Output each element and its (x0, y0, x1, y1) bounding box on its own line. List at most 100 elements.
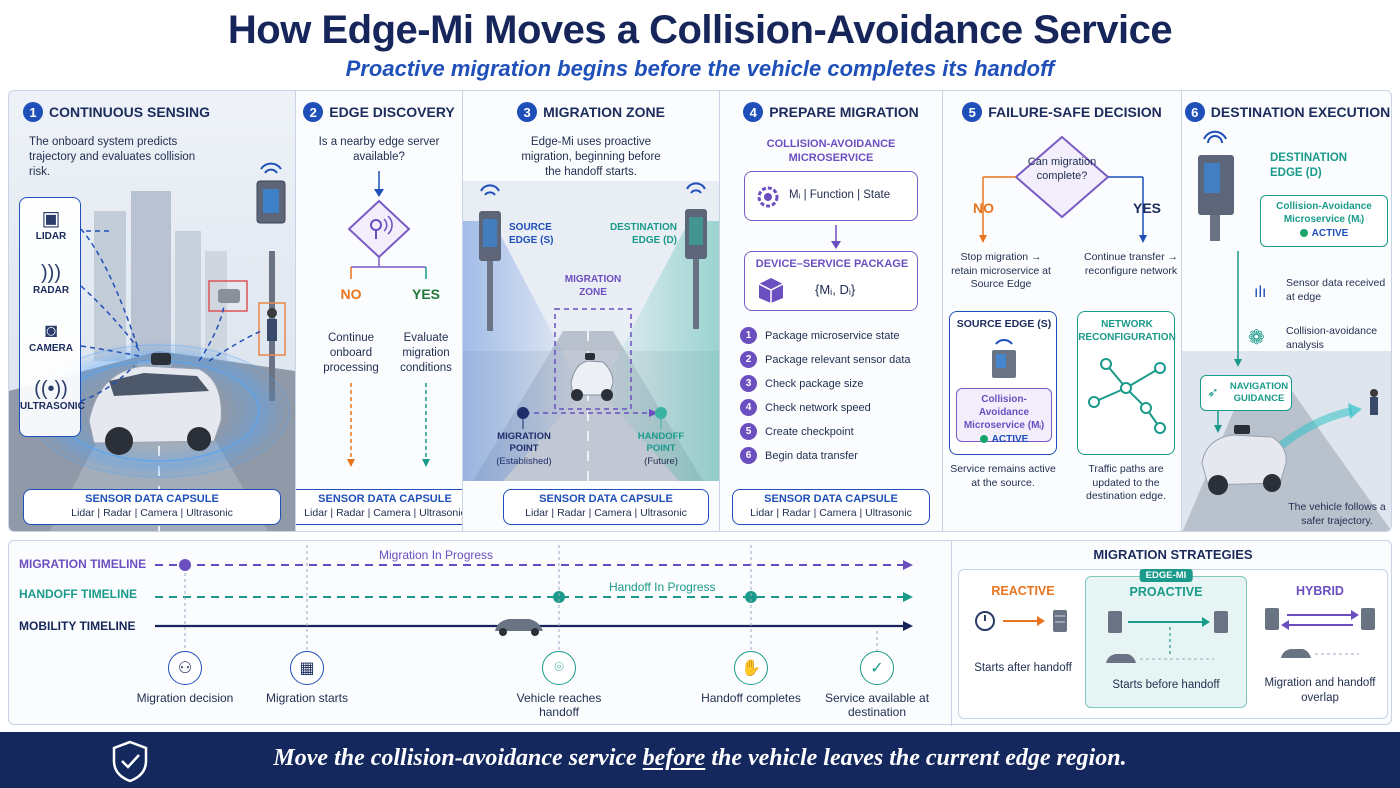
timeline-event-handoff-completes: ✋ Handoff completes (691, 651, 811, 705)
microservice-card: Mᵢ | Function | State (744, 171, 918, 221)
mobility-timeline-label: MOBILITY TIMELINE (19, 619, 136, 633)
panel-title: FAILURE-SAFE DECISION (988, 104, 1162, 120)
destination-note: The vehicle follows a safer trajectory. (1288, 501, 1386, 527)
person-decision-icon: ⚇ (168, 651, 202, 685)
panel-title: EDGE DISCOVERY (329, 104, 455, 120)
arrow-down-icon (831, 225, 841, 249)
page-title: How Edge-Mi Moves a Collision-Avoidance … (227, 8, 1173, 52)
panel-description: Edge-Mi uses proactive migration, beginn… (521, 136, 661, 178)
footer-message: Move the collision-avoidance service bef… (273, 745, 1127, 771)
source-note: Service remains active at the source. (950, 463, 1056, 489)
source-edge-label: SOURCE EDGE (S) (509, 222, 554, 246)
panel-title: MIGRATION ZONE (543, 104, 665, 120)
panel-title: DESTINATION EXECUTION (1210, 104, 1391, 120)
step-number-badge: 3 (517, 102, 538, 122)
destination-service-badge: Collision-Avoidance Microservice (Mᵢ) AC… (1260, 195, 1388, 247)
network-title: NETWORK RECONFIGURATION (1078, 319, 1176, 343)
strategy-hybrid: HYBRID Migration and handoff overlap (1251, 570, 1389, 720)
brain-icon: ❁ (1248, 327, 1265, 349)
step-number-badge: 6 (1184, 102, 1205, 122)
timeline-event-migration-decision: ⚇ Migration decision (125, 651, 245, 705)
yes-branch-label: YES (1133, 200, 1162, 216)
sensor-data-capsule: SENSOR DATA CAPSULE Lidar | Radar | Came… (23, 489, 281, 525)
panel-destination-execution: 6 DESTINATION EXECUTION DESTINATION EDGE… (1182, 91, 1391, 531)
package-icon (758, 278, 784, 303)
timeline-event-service-available: ✓ Service available at destination (817, 651, 937, 719)
timeline-event-vehicle-handoff: ⌾ Vehicle reaches handoff (499, 651, 619, 719)
gear-shield-icon (757, 186, 779, 208)
sensor-ultrasonic: ((•)) ULTRASONIC (20, 378, 85, 412)
sensor-list: ▣ LIDAR ))) RADAR ◙ CAMERA ((•)) ULTRASO… (19, 197, 85, 437)
microservice-fields: Mᵢ | Function | State (789, 189, 891, 201)
migration-point-label: MIGRATION POINT (Established) (496, 431, 552, 467)
location-pin-icon: ⌾ (542, 651, 576, 685)
sensor-camera: ◙ CAMERA (20, 320, 82, 354)
panel-5-header: 5 FAILURE-SAFE DECISION (943, 101, 1181, 123)
sensor-data-capsule: SENSOR DATA CAPSULE Lidar | Radar | Came… (732, 489, 930, 525)
decision-flow (979, 135, 1147, 243)
edge-server-icon (992, 339, 1016, 378)
panel-4-header: 4 PREPARE MIGRATION (720, 101, 942, 123)
sensor-data-capsule: SENSOR DATA CAPSULE Lidar | Radar | Came… (503, 489, 709, 525)
panel-continuous-sensing: 1 CONTINUOUS SENSING The onboard system … (9, 91, 295, 531)
no-branch-text: Continue onboard processing (323, 332, 379, 374)
microservice-title: COLLISION-AVOIDANCE MICROSERVICE (766, 138, 896, 165)
source-card-title: SOURCE EDGE (S) (956, 318, 1052, 330)
radar-icon: ))) (41, 262, 61, 284)
sensor-lidar: ▣ LIDAR (20, 206, 82, 242)
camera-icon: ◙ (44, 320, 58, 342)
network-graph-icon (1088, 358, 1166, 434)
step-number-badge: 5 (962, 102, 983, 122)
dest-item-sensor-data: Sensor data received at edge (1286, 277, 1386, 303)
hybrid-diagram (1265, 608, 1375, 658)
migration-strategies: MIGRATION STRATEGIES REACTIVE Starts aft… (951, 541, 1393, 726)
panel-title: CONTINUOUS SENSING (49, 104, 211, 120)
discovery-question: Is a nearby edge server available? (318, 136, 440, 163)
page-subtitle: Proactive migration begins before the ve… (345, 56, 1055, 81)
panel-edge-discovery: 2 EDGE DISCOVERY Is a nearby edge server… (296, 91, 462, 531)
no-branch-label: NO (340, 286, 362, 302)
strategies-box: REACTIVE Starts after handoff EDGE-MI PR… (958, 569, 1388, 719)
navigation-arrow-icon: ➶ (1207, 384, 1219, 400)
source-edge-card: SOURCE EDGE (S) Collision-Avoidance Micr… (949, 311, 1057, 455)
step-number-badge: 1 (23, 102, 43, 122)
handoff-status: Handoff In Progress (609, 580, 716, 594)
reactive-diagram (975, 610, 1067, 632)
strategies-title: MIGRATION STRATEGIES (1093, 547, 1253, 562)
strategy-reactive: REACTIVE Starts after handoff (974, 584, 1072, 675)
panel-1-header: 1 CONTINUOUS SENSING (23, 101, 295, 123)
handoff-timeline-label: HANDOFF TIMELINE (19, 587, 137, 601)
panel-failure-safe-decision: 5 FAILURE-SAFE DECISION Can migration co… (943, 91, 1181, 531)
package-card: DEVICE–SERVICE PACKAGE {Mᵢ, Dᵢ} (744, 251, 918, 311)
edge-mi-tag: EDGE-MI (1139, 569, 1193, 582)
sensing-scene-illustration (9, 91, 295, 531)
yes-branch-label: YES (411, 286, 440, 302)
migration-zone-illustration (463, 181, 719, 481)
shield-check-icon (112, 740, 148, 783)
panel-migration-zone: 3 MIGRATION ZONE Edge-Mi uses proactive … (463, 91, 719, 531)
sensor-radar: ))) RADAR (20, 262, 82, 296)
navigation-guidance-badge: ➶ NAVIGATION GUIDANCE (1200, 375, 1292, 411)
capsule-title: SENSOR DATA CAPSULE (85, 493, 219, 505)
active-status-dot (979, 435, 988, 444)
package-title: DEVICE–SERVICE PACKAGE (755, 258, 909, 270)
check-circle-icon: ✓ (860, 651, 894, 685)
panel-2-header: 2 EDGE DISCOVERY (296, 101, 462, 123)
no-branch-label: NO (973, 200, 994, 216)
step-number-badge: 4 (743, 102, 764, 122)
step-number-badge: 2 (303, 102, 324, 122)
proactive-diagram (1106, 611, 1228, 663)
no-branch-text: Stop migration → retain microservice at … (951, 251, 1051, 291)
destination-edge-label: DESTINATION EDGE (D) (609, 222, 677, 246)
antenna-icon: ılı (1254, 284, 1267, 301)
sensor-data-capsule: SENSOR DATA CAPSULE Lidar | Radar | Came… (296, 489, 462, 525)
panel-title: PREPARE MIGRATION (769, 104, 919, 120)
handshake-icon: ✋ (734, 651, 768, 685)
yes-branch-text: Continue transfer → reconfigure network (1084, 251, 1178, 277)
dest-item-analysis: Collision-avoidance analysis (1286, 325, 1378, 351)
network-reconfig-card: NETWORK RECONFIGURATION (1077, 311, 1176, 455)
